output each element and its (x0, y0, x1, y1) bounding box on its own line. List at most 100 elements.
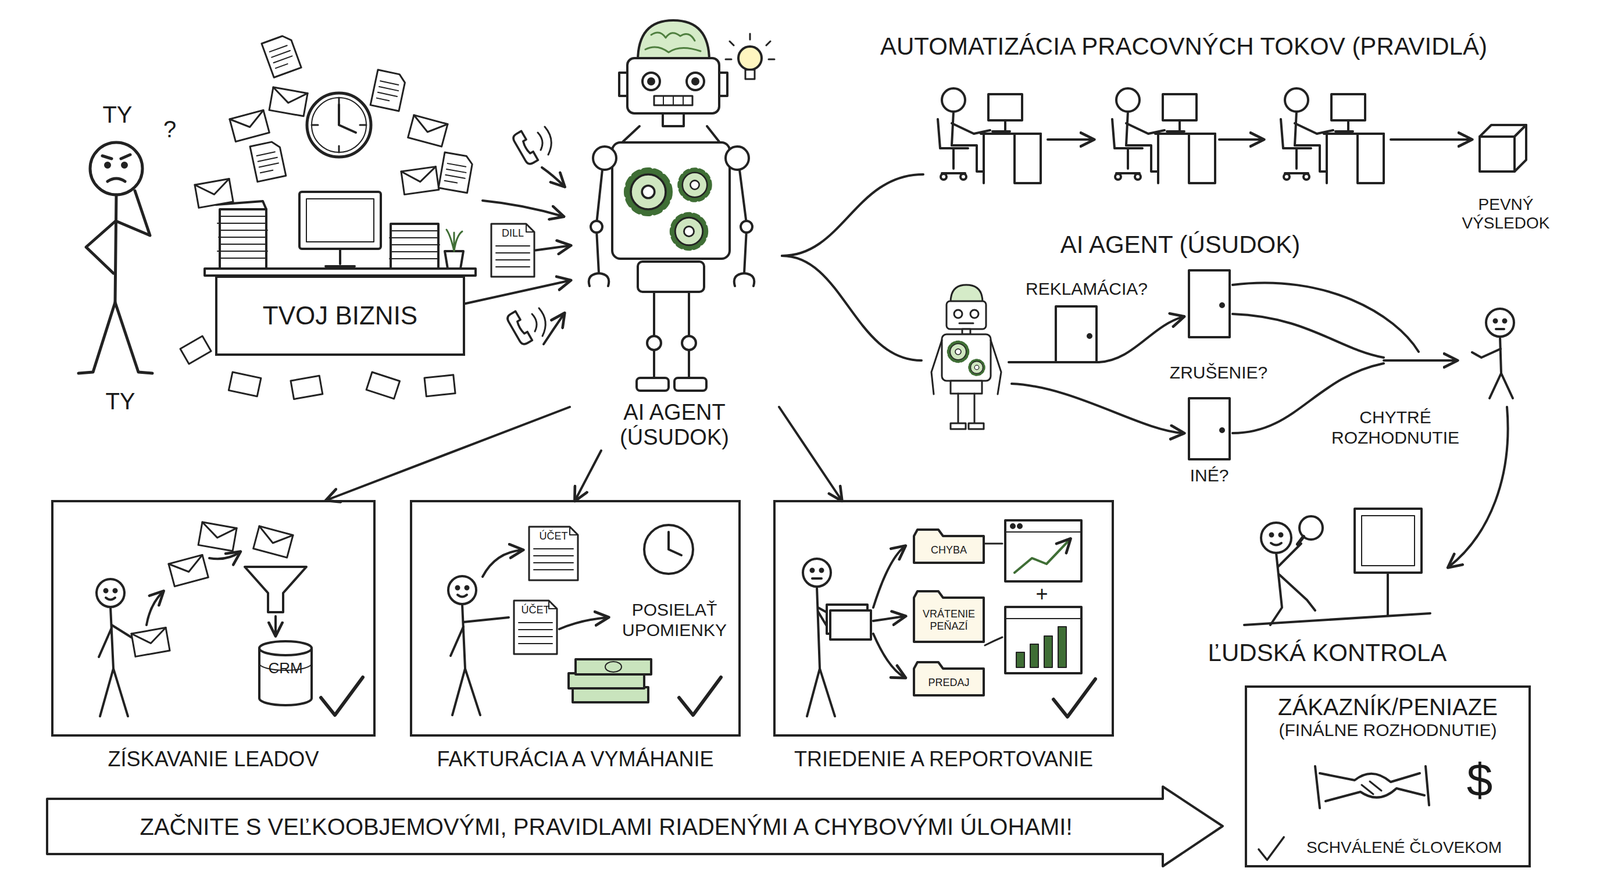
lead-illustration (104, 589, 108, 593)
node-text: CRM (259, 659, 312, 678)
invoice-illustration (482, 550, 523, 577)
sorting-illustration (1016, 652, 1025, 668)
decision-flow (1232, 313, 1384, 358)
sorting-illustration (812, 577, 822, 580)
robot-illustration (648, 78, 655, 85)
robot-illustration (612, 142, 730, 259)
lead-illustration (100, 606, 128, 717)
node-text: DILL (493, 227, 532, 240)
human-review (1279, 533, 1283, 537)
node-outline (518, 636, 553, 638)
agent-robot-small (968, 423, 984, 430)
messy-desk (229, 109, 270, 142)
sorting-illustration (1005, 520, 1082, 582)
sorting-illustration (830, 610, 871, 640)
panel-heading: FAKTURÁCIA A VYMÁHANIE (371, 747, 780, 771)
lead-illustration (96, 579, 125, 607)
agent-robot-small (954, 309, 963, 319)
invoice-illustration (575, 659, 652, 675)
messy-desk (438, 152, 474, 194)
folder-icon: VRÁTENIE PEŇAZÍ (912, 589, 985, 644)
robot-illustration (654, 291, 689, 378)
node-outline (47, 786, 1223, 867)
workflow-row (1390, 138, 1471, 141)
messy-desk (446, 229, 463, 252)
robot-illustration (662, 113, 684, 127)
sorting-illustration (873, 616, 905, 621)
node-outline (533, 548, 574, 550)
illustration (78, 20, 1527, 860)
robot-illustration (647, 336, 662, 350)
decision-flow (1188, 270, 1230, 338)
node-text: PREDAJ (916, 676, 982, 689)
robot-illustration (654, 95, 693, 106)
robot-illustration (645, 32, 701, 53)
robot-illustration (590, 220, 603, 233)
invoice-illustration (465, 586, 469, 590)
panel-heading: ZÍSKAVANIE LEADOV (12, 747, 414, 771)
door-label: INÉ? (1190, 465, 1230, 487)
robot-illustration (738, 46, 762, 70)
plus-sign: + (1035, 581, 1048, 606)
robot-illustration (681, 336, 696, 350)
robot-illustration (642, 72, 660, 91)
worried-person (90, 142, 143, 195)
robot-illustration (680, 170, 710, 200)
decision-flow (1383, 359, 1457, 362)
robot-illustration (627, 58, 720, 114)
agent-robot-small (959, 322, 974, 325)
decision-flow (1055, 306, 1097, 363)
robot-illustration (719, 72, 728, 96)
messy-desk (228, 372, 262, 397)
node-text: SCHVÁLENÉ ČLOVEKOM (1254, 838, 1522, 857)
branch-line (781, 255, 922, 361)
node-outline (491, 223, 535, 277)
agent-robot-small (958, 393, 975, 424)
agent-robot-small (950, 380, 982, 394)
task-panel: ZÍSKAVANIE LEADOVCRM (51, 500, 376, 737)
handshake-icon (1315, 766, 1430, 809)
sorting-illustration (1005, 531, 1082, 533)
messy-desk (424, 375, 456, 397)
agent-robot-small (941, 334, 991, 381)
workflow-row (1047, 138, 1094, 141)
robot-illustration (636, 377, 669, 391)
lead-illustration (168, 554, 209, 587)
node-outline (913, 529, 984, 563)
messy-desk (306, 93, 371, 157)
messy-desk (311, 97, 367, 153)
invoice-document: ÚČET (512, 599, 559, 656)
node-outline (495, 266, 530, 268)
worried-person (102, 154, 131, 159)
robot-illustration (734, 273, 755, 287)
node-outline (495, 245, 530, 247)
worried-person (107, 178, 125, 182)
person-label: TY (102, 101, 132, 128)
human-review (1261, 522, 1292, 553)
section-title: AUTOMATIZÁCIA PRACOVNÝCH TOKOV (PRAVIDLÁ… (880, 32, 1488, 61)
decision-flow (1220, 303, 1224, 307)
robot-illustration (622, 126, 720, 143)
robot-illustration (593, 146, 617, 170)
robot-illustration (725, 146, 749, 170)
connector-arrow (465, 280, 570, 305)
agent-robot-small (948, 342, 969, 362)
branch-line (781, 174, 924, 256)
fixed-result: PEVNÝ VÝSLEDOK (1447, 116, 1564, 233)
decision-flow (1232, 283, 1419, 352)
connector-arrow (779, 406, 842, 500)
thinking-person (1503, 319, 1507, 323)
invoice-illustration (450, 617, 509, 656)
lead-illustration (274, 616, 277, 635)
sorting-illustration (1053, 679, 1096, 717)
worried-person (86, 220, 116, 274)
robot-illustration (588, 273, 610, 287)
door-label: ZRUŠENIE? (1169, 362, 1268, 384)
agent-robot-small (931, 284, 1002, 430)
node-outline (259, 641, 312, 656)
node-text: ÚČET (531, 530, 576, 543)
worried-person (115, 194, 117, 303)
workflow-row (937, 88, 1041, 184)
handshake-icon (1325, 788, 1425, 802)
